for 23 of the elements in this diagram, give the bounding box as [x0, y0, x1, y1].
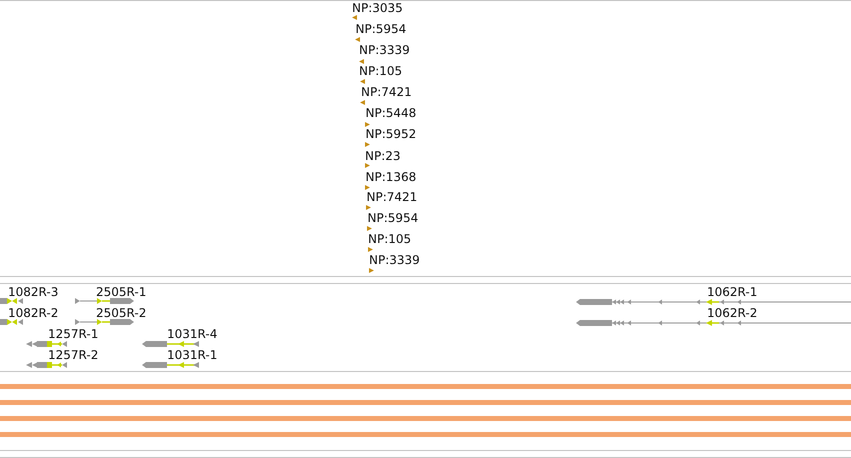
feature-label: NP:5952	[366, 127, 416, 141]
transcript-label: 1082R-2	[8, 306, 58, 320]
transcript-label: 1257R-1	[48, 326, 98, 340]
feature-label: NP:7421	[361, 85, 412, 99]
feature-label: NP:1368	[366, 170, 416, 184]
feature-label: NP:5954	[356, 22, 406, 36]
feature-label: NP:3339	[359, 43, 410, 57]
feature-label: NP:3035	[352, 1, 403, 15]
transcript-label: 1082R-3	[8, 284, 58, 298]
feature-label: NP:7421	[366, 190, 418, 204]
transcript-label: 2505R-1	[96, 284, 146, 298]
transcript-label: 2505R-2	[96, 306, 146, 320]
transcript-label: 1031R-1	[167, 348, 218, 362]
feature-label: NP:5954	[368, 211, 418, 225]
feature-label: NP:105	[359, 64, 402, 78]
transcript-label: 1031R-4	[167, 326, 218, 340]
feature-label: NP:5448	[366, 106, 416, 120]
transcript-label: 1062R-1	[707, 284, 758, 298]
feature-label: NP:23	[365, 148, 401, 162]
feature-label: NP:3339	[369, 253, 420, 267]
transcript-label: 1062R-2	[707, 306, 758, 320]
feature-label: NP:105	[368, 232, 412, 246]
transcript-label: 1257R-2	[48, 348, 98, 362]
